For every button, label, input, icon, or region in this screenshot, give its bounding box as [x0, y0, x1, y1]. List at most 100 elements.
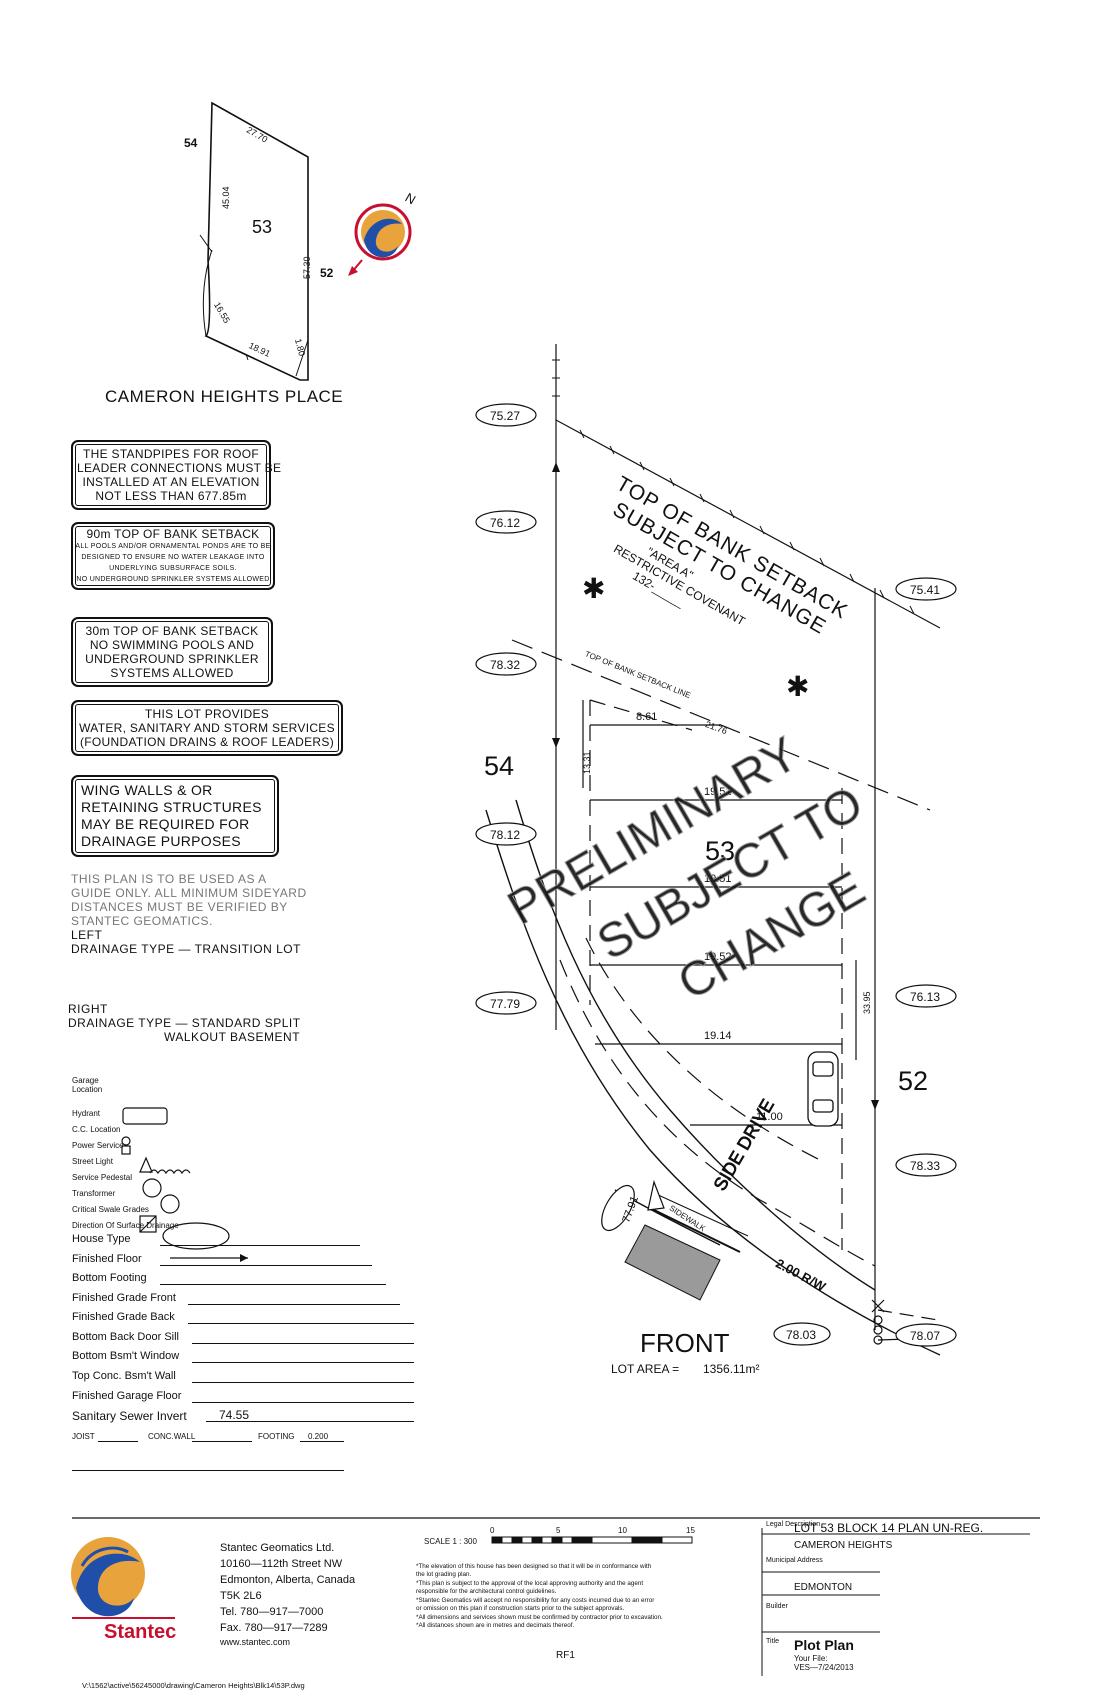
boundary-ticks: [552, 359, 915, 615]
field-bsmt-window[interactable]: Bottom Bsm't Window: [72, 1350, 414, 1368]
company-fax: Fax. 780—917—7289: [220, 1622, 328, 1634]
keymap-lot-53: 53: [252, 217, 272, 237]
car-icon: [807, 1051, 839, 1127]
setback-line-label: TOP OF BANK SETBACK LINE: [584, 649, 692, 700]
drainage-arrows: [552, 462, 879, 1110]
sidewalk: [624, 1179, 749, 1301]
elev-78-33: 78.33: [910, 1159, 940, 1173]
asterisk-mark: ✱: [582, 573, 605, 604]
legend-pedestal: Service Pedestal: [72, 1173, 133, 1182]
legend-drainage: Direction Of Surface Drainage: [72, 1221, 179, 1230]
lot-area-label: LOT AREA =: [611, 1362, 679, 1376]
dim-19-52: 19.52: [704, 951, 732, 963]
disclaimer-line: the lot grading plan.: [416, 1571, 472, 1578]
disclaimer-line: *This plan is subject to the approval of…: [416, 1580, 643, 1587]
side-drive-label: SIDE DRIVE: [710, 1096, 778, 1194]
elev-76-12: 76.12: [490, 516, 520, 530]
company-addr3: T5K 2L6: [220, 1590, 262, 1602]
disclaimer-line: *All distances shown are in metres and d…: [416, 1622, 574, 1629]
svg-text:N: N: [403, 190, 419, 208]
key-map: [199, 101, 309, 381]
elev-78-07: 78.07: [910, 1329, 940, 1343]
scale-label: SCALE 1 : 300: [424, 1537, 477, 1546]
elev-77-79: 77.79: [490, 997, 520, 1011]
property-lines: [485, 344, 941, 1356]
keymap-left-dim: 45.04: [221, 186, 231, 209]
field-finished-floor[interactable]: Finished Floor: [72, 1253, 372, 1271]
asterisk-mark: ✱: [786, 671, 809, 702]
stantec-logo-icon: [71, 1537, 175, 1619]
legend-power: Power Service: [72, 1141, 124, 1150]
legend-transformer: Transformer: [72, 1189, 116, 1198]
company-web: www.stantec.com: [219, 1637, 290, 1647]
disclaimer-line: or omission on this plan if construction…: [416, 1605, 624, 1612]
note-90m-setback: 90m TOP OF BANK SETBACK ALL POOLS AND/OR…: [71, 522, 275, 590]
field-bottom-footing[interactable]: Bottom Footing: [72, 1272, 386, 1290]
company-tel: Tel. 780—917—7000: [220, 1606, 323, 1618]
preliminary-watermark: PRELIMINARY SUBJECT TO CHANGE: [499, 727, 875, 1011]
field-house-type[interactable]: House Type: [72, 1233, 360, 1251]
dim-11-00: 11.00: [756, 1111, 783, 1123]
elev-78-12: 78.12: [490, 828, 520, 842]
scale-bar: [491, 1536, 693, 1544]
north-arrow-icon: N: [348, 190, 418, 276]
field-garage-floor[interactable]: Finished Garage Floor: [72, 1390, 414, 1408]
disclaimer-line: *The elevation of this house has been de…: [416, 1563, 652, 1570]
field-back-door-sill[interactable]: Bottom Back Door Sill: [72, 1331, 414, 1349]
company-addr1: 10160—112th Street NW: [220, 1558, 343, 1570]
elev-75-27: 75.27: [490, 409, 520, 423]
keymap-corner-dim: 1.80: [293, 338, 307, 358]
scale-tick-15: 15: [686, 1526, 695, 1535]
dim-19-14: 19.14: [704, 1030, 732, 1042]
legend-light: Street Light: [72, 1157, 113, 1166]
drainage-right: RIGHT DRAINAGE TYPE — STANDARD SPLIT WAL…: [68, 1002, 301, 1044]
legend-cc: C.C. Location: [72, 1125, 121, 1134]
sanitary-invert-value: 74.55: [219, 1408, 250, 1422]
dim-13-31: 13.31: [582, 751, 592, 774]
keymap-lot-52: 52: [320, 266, 334, 280]
drainage-left: LEFT DRAINAGE TYPE — TRANSITION LOT: [71, 928, 301, 956]
field-conc-wall[interactable]: Top Conc. Bsm't Wall: [72, 1370, 414, 1388]
field-grade-front[interactable]: Finished Grade Front: [72, 1292, 400, 1310]
note-standpipes: THE STANDPIPES FOR ROOF LEADER CONNECTIO…: [71, 440, 281, 510]
rf-label: RF1: [556, 1650, 575, 1661]
plan-lot-53: 53: [705, 836, 735, 866]
elev-75-41: 75.41: [910, 583, 940, 597]
legal-label: Legal Description: [766, 1521, 820, 1528]
company-addr2: Edmonton, Alberta, Canada: [220, 1574, 356, 1586]
plan-lot-54: 54: [484, 751, 514, 781]
title-block-lines: [761, 1528, 1030, 1676]
legend-swale: Critical Swale Grades: [72, 1205, 149, 1214]
dim-21-76: 21.76: [704, 719, 729, 736]
municipal-label: Municipal Address: [766, 1557, 823, 1564]
disclaimer-line: responsible for the architectural contro…: [416, 1588, 557, 1595]
note-30m-setback: 30m TOP OF BANK SETBACK NO SWIMMING POOL…: [71, 617, 273, 687]
elev-78-03: 78.03: [786, 1328, 816, 1342]
lot-area-value: 1356.11m²: [703, 1362, 759, 1376]
drawing-path: V:\1562\active\56245000\drawing\Cameron …: [82, 1681, 305, 1690]
field-grade-back[interactable]: Finished Grade Back: [72, 1311, 414, 1329]
elev-78-32: 78.32: [490, 658, 520, 672]
note-wing-walls: WING WALLS & OR RETAINING STRUCTURES MAY…: [71, 775, 279, 857]
file-label: Your File:: [794, 1654, 828, 1663]
arrow-icon: [240, 1254, 248, 1262]
guide-note: THIS PLAN IS TO BE USED AS A GUIDE ONLY.…: [71, 872, 307, 928]
municipal-value: EDMONTON: [794, 1582, 852, 1593]
keymap-lot-54: 54: [184, 136, 198, 150]
elev-76-13: 76.13: [910, 990, 940, 1004]
keymap-right-dim: 57.30: [302, 256, 312, 279]
street-name: CAMERON HEIGHTS PLACE: [105, 387, 343, 406]
power-service-icon: [871, 1299, 885, 1345]
note-services: THIS LOT PROVIDES WATER, SANITARY AND ST…: [71, 700, 343, 756]
keymap-front-dim: 18.91: [247, 340, 272, 359]
right-of-way-label: 2.00 R/W: [773, 1256, 829, 1295]
dim-19-51-a: 19.51: [704, 786, 732, 798]
front-label: FRONT: [640, 1328, 730, 1358]
legal-value: LOT 53 BLOCK 14 PLAN UN-REG.: [794, 1521, 983, 1535]
dim-33-95: 33.95: [862, 991, 872, 1014]
plan-lot-52: 52: [898, 1066, 928, 1096]
scale-tick-10: 10: [618, 1526, 627, 1535]
dim-19-51-b: 19.51: [704, 873, 732, 885]
